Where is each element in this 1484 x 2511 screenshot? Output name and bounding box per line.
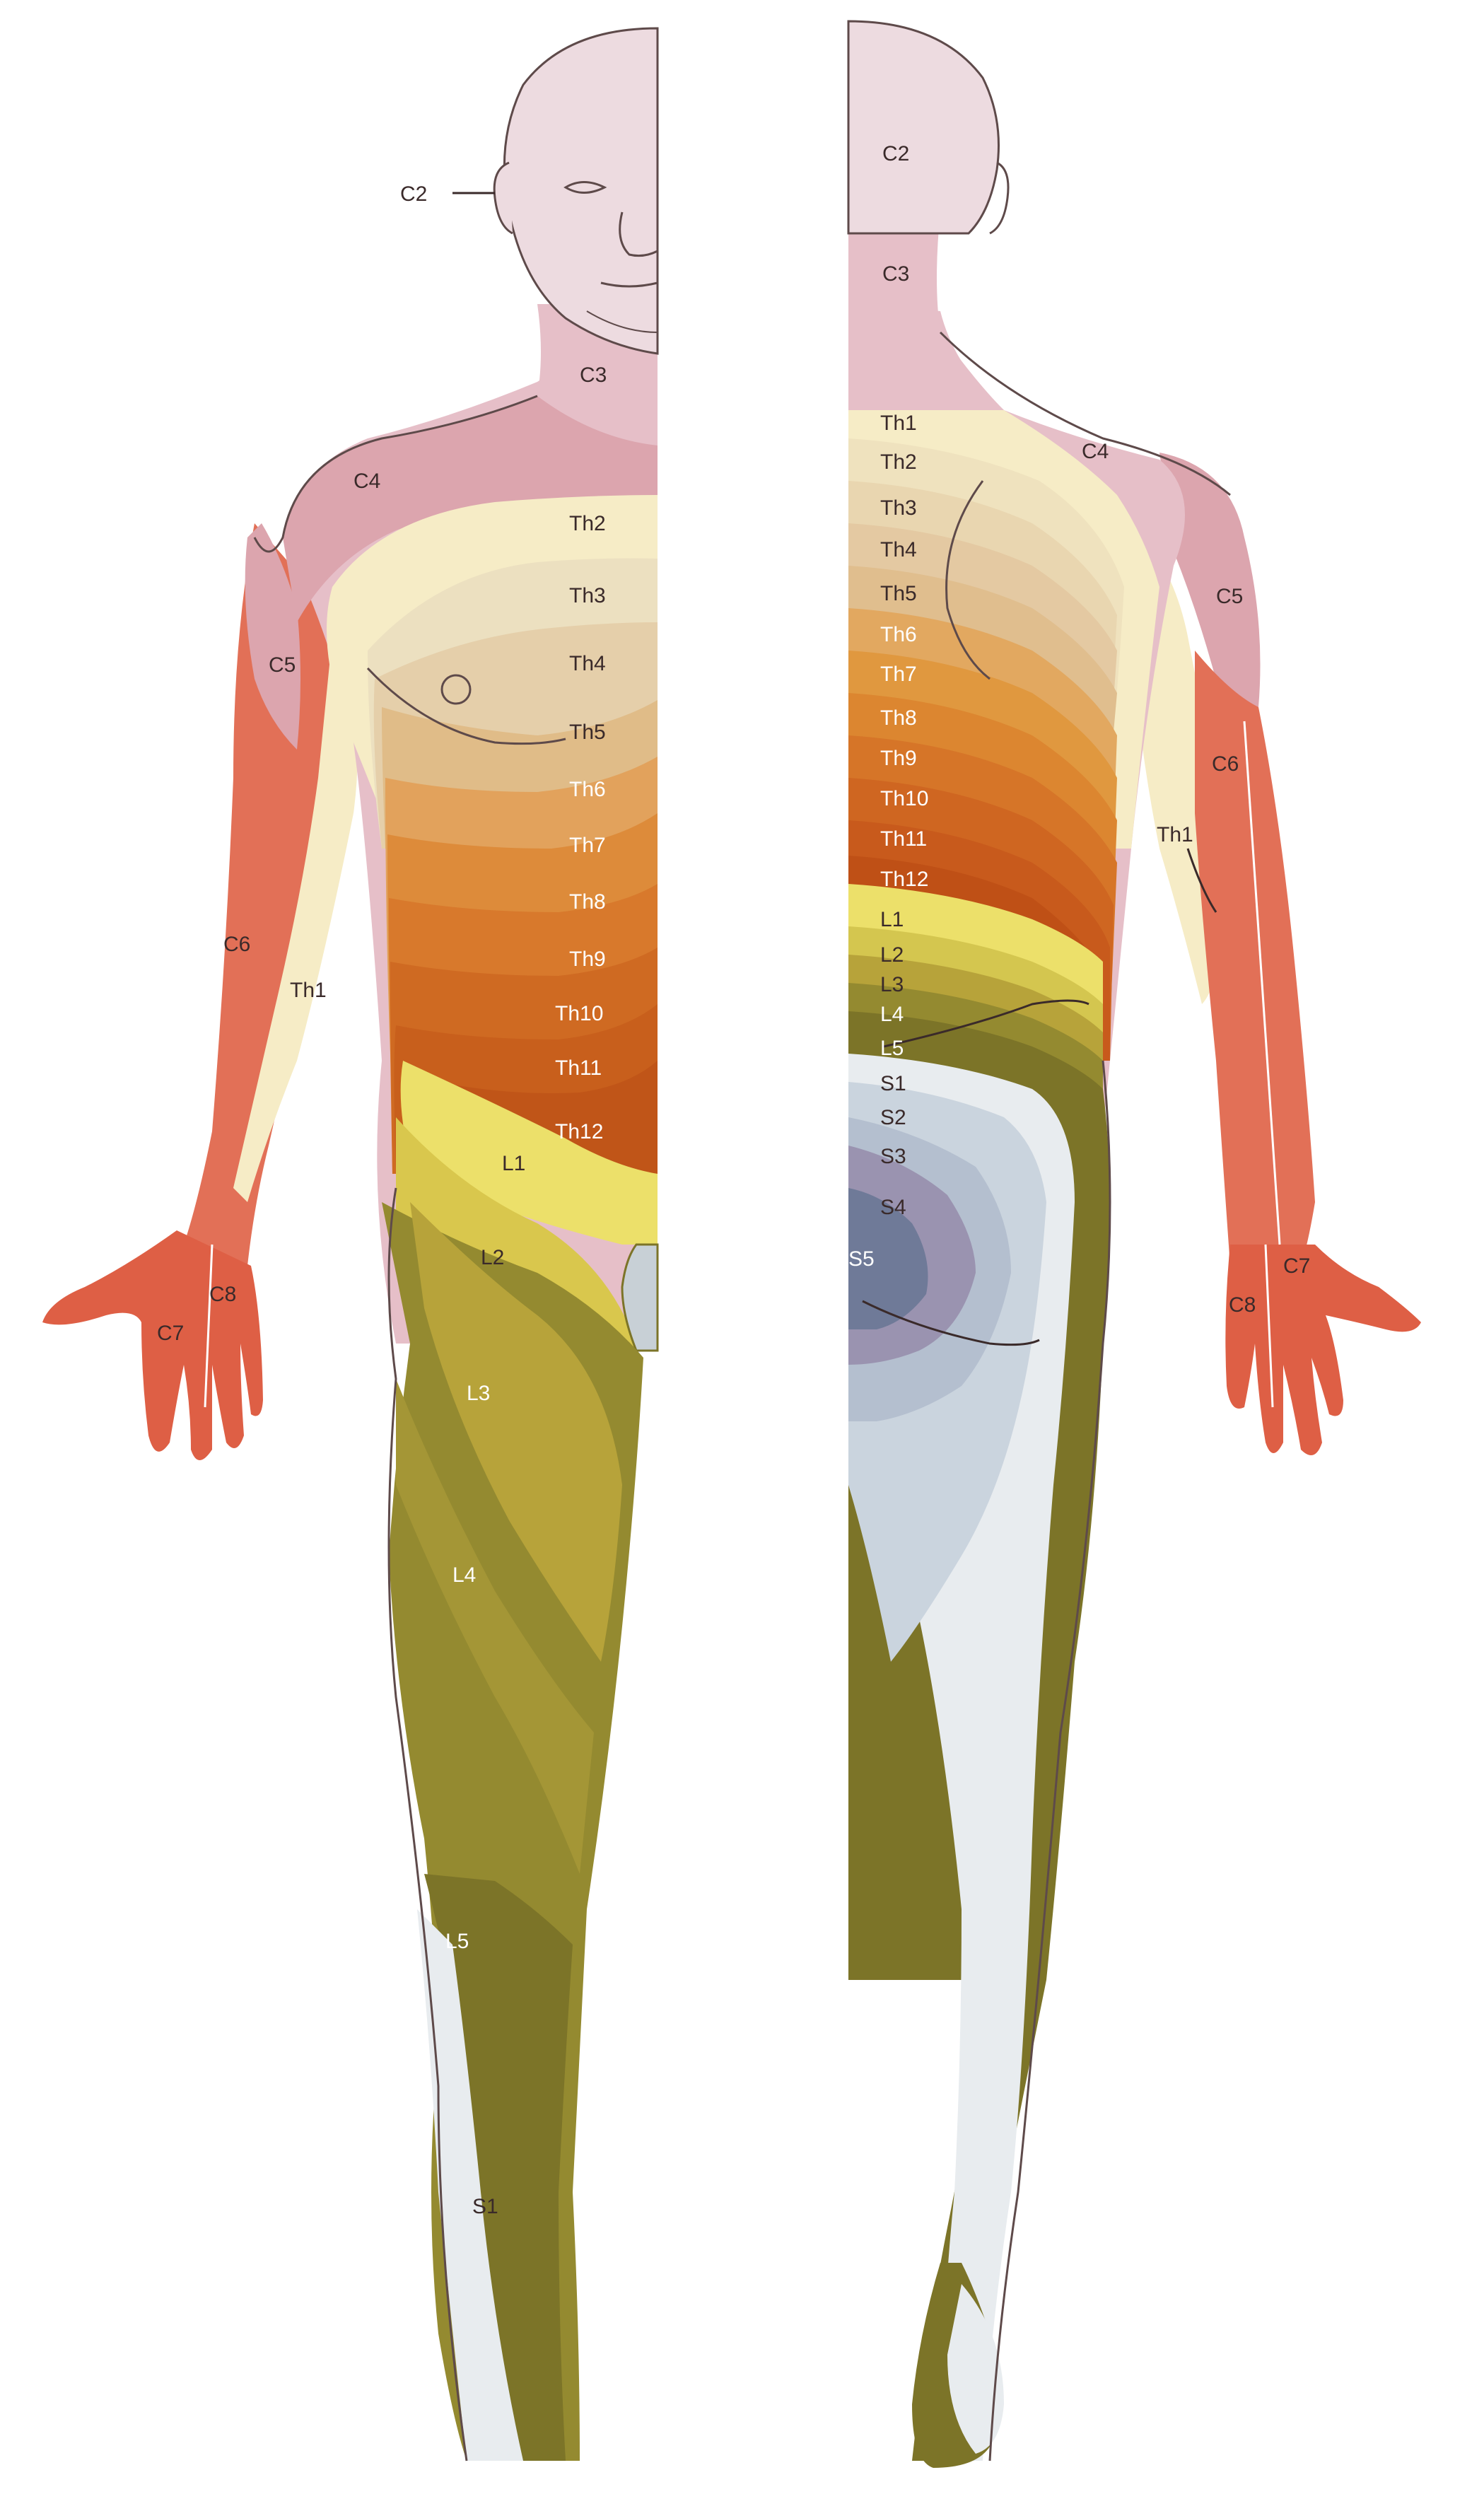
back-label-th1: Th1 bbox=[880, 412, 917, 435]
front-label-th4: Th4 bbox=[569, 652, 606, 675]
front-label-th8: Th8 bbox=[569, 890, 606, 914]
front-label-th2: Th2 bbox=[569, 512, 606, 535]
back-label-th8: Th8 bbox=[880, 706, 917, 730]
front-label-th6: Th6 bbox=[569, 778, 606, 801]
back-label-l4: L4 bbox=[880, 1003, 904, 1026]
back-label-th7: Th7 bbox=[880, 663, 917, 686]
back-label-s3: S3 bbox=[880, 1145, 906, 1168]
front-label-th3: Th3 bbox=[569, 584, 606, 607]
front-label-th9: Th9 bbox=[569, 948, 606, 971]
back-label-th1-arm: Th1 bbox=[1157, 823, 1193, 846]
back-label-c4: C4 bbox=[1082, 440, 1109, 463]
front-label-c4: C4 bbox=[354, 470, 380, 493]
back-label-s4: S4 bbox=[880, 1196, 906, 1219]
back-label-c3: C3 bbox=[882, 262, 909, 286]
back-label-l5: L5 bbox=[880, 1037, 904, 1060]
back-label-c7: C7 bbox=[1283, 1254, 1310, 1278]
front-label-l4: L4 bbox=[452, 1563, 476, 1587]
front-label-c7: C7 bbox=[157, 1322, 184, 1345]
back-label-th12: Th12 bbox=[880, 868, 928, 891]
front-label-l3: L3 bbox=[467, 1382, 490, 1405]
back-label-c5: C5 bbox=[1216, 585, 1243, 608]
back-label-th5: Th5 bbox=[880, 582, 917, 605]
back-label-th11: Th11 bbox=[880, 827, 927, 851]
front-label-th1: Th1 bbox=[290, 979, 327, 1002]
front-label-l2: L2 bbox=[481, 1246, 504, 1269]
front-label-l1: L1 bbox=[502, 1152, 525, 1175]
back-label-l3: L3 bbox=[880, 973, 904, 996]
front-label-th10: Th10 bbox=[555, 1002, 603, 1025]
front-label-th12: Th12 bbox=[555, 1120, 603, 1143]
back-label-l1: L1 bbox=[880, 908, 904, 931]
back-label-th10: Th10 bbox=[880, 787, 928, 810]
front-label-s1: S1 bbox=[472, 2195, 498, 2218]
front-label-l5: L5 bbox=[445, 1930, 469, 1953]
front-label-th7: Th7 bbox=[569, 834, 606, 857]
back-label-th3: Th3 bbox=[880, 496, 917, 520]
front-label-th11: Th11 bbox=[555, 1056, 602, 1080]
front-label-c8: C8 bbox=[209, 1283, 236, 1306]
back-neck bbox=[848, 212, 1004, 410]
front-hand-right bbox=[42, 1230, 263, 1460]
back-label-th4: Th4 bbox=[880, 538, 917, 561]
back-view bbox=[848, 21, 1421, 2468]
front-label-c6: C6 bbox=[223, 933, 250, 956]
front-head bbox=[504, 28, 658, 354]
back-label-s2: S2 bbox=[880, 1106, 906, 1129]
back-label-s5: S5 bbox=[848, 1247, 875, 1271]
front-label-c3: C3 bbox=[580, 363, 607, 387]
front-label-c2: C2 bbox=[400, 182, 427, 206]
back-label-l2: L2 bbox=[880, 943, 904, 967]
back-label-c8: C8 bbox=[1229, 1293, 1256, 1317]
back-head bbox=[848, 21, 999, 233]
back-arm-c6 bbox=[1195, 651, 1315, 1266]
front-label-th5: Th5 bbox=[569, 721, 606, 744]
back-label-s1: S1 bbox=[880, 1072, 906, 1095]
front-label-c5: C5 bbox=[269, 653, 296, 677]
back-label-c6: C6 bbox=[1212, 752, 1239, 776]
back-label-th9: Th9 bbox=[880, 747, 917, 770]
back-label-th2: Th2 bbox=[880, 450, 917, 474]
back-hand-left bbox=[1225, 1245, 1421, 1455]
front-view bbox=[42, 28, 658, 2461]
back-label-th6: Th6 bbox=[880, 623, 917, 646]
back-label-c2: C2 bbox=[882, 142, 909, 165]
